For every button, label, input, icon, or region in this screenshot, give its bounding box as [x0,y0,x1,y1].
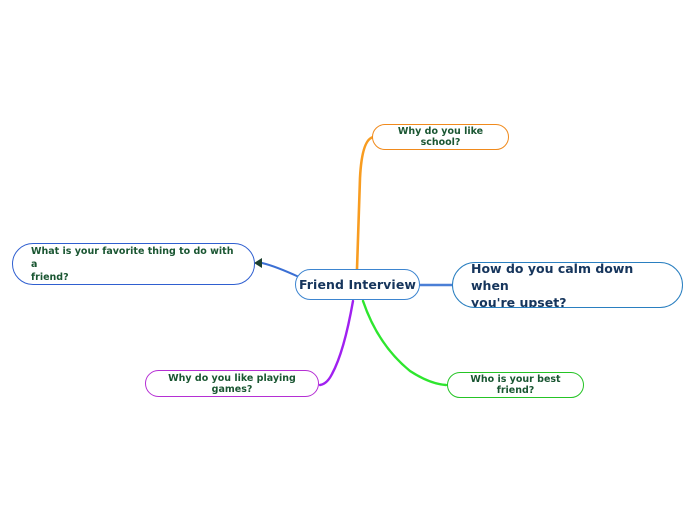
connector-games [318,299,355,387]
node-branch-best-friend-label: Who is your best friend? [470,374,561,396]
node-branch-favorite-thing[interactable]: What is your favorite thing to do with a… [12,243,255,285]
connector-favorite [261,262,300,278]
node-central-topic[interactable]: Friend Interview [295,269,420,300]
connector-school [355,135,376,271]
node-branch-school-label: Why do you like school? [397,126,484,148]
node-branch-school[interactable]: Why do you like school? [372,124,509,150]
arrowhead-icon [254,258,262,268]
node-branch-playing-games-label: Why do you like playing games? [168,372,296,395]
node-branch-playing-games[interactable]: Why do you like playing games? [145,370,319,397]
node-branch-calm-down[interactable]: How do you calm down when you're upset? [452,262,683,308]
node-branch-favorite-thing-label: What is your favorite thing to do with a… [31,245,234,283]
node-branch-best-friend[interactable]: Who is your best friend? [447,372,584,398]
connector-bestfriend [361,299,448,387]
node-branch-calm-down-label: How do you calm down when you're upset? [471,262,634,308]
node-central-topic-label: Friend Interview [298,277,417,292]
